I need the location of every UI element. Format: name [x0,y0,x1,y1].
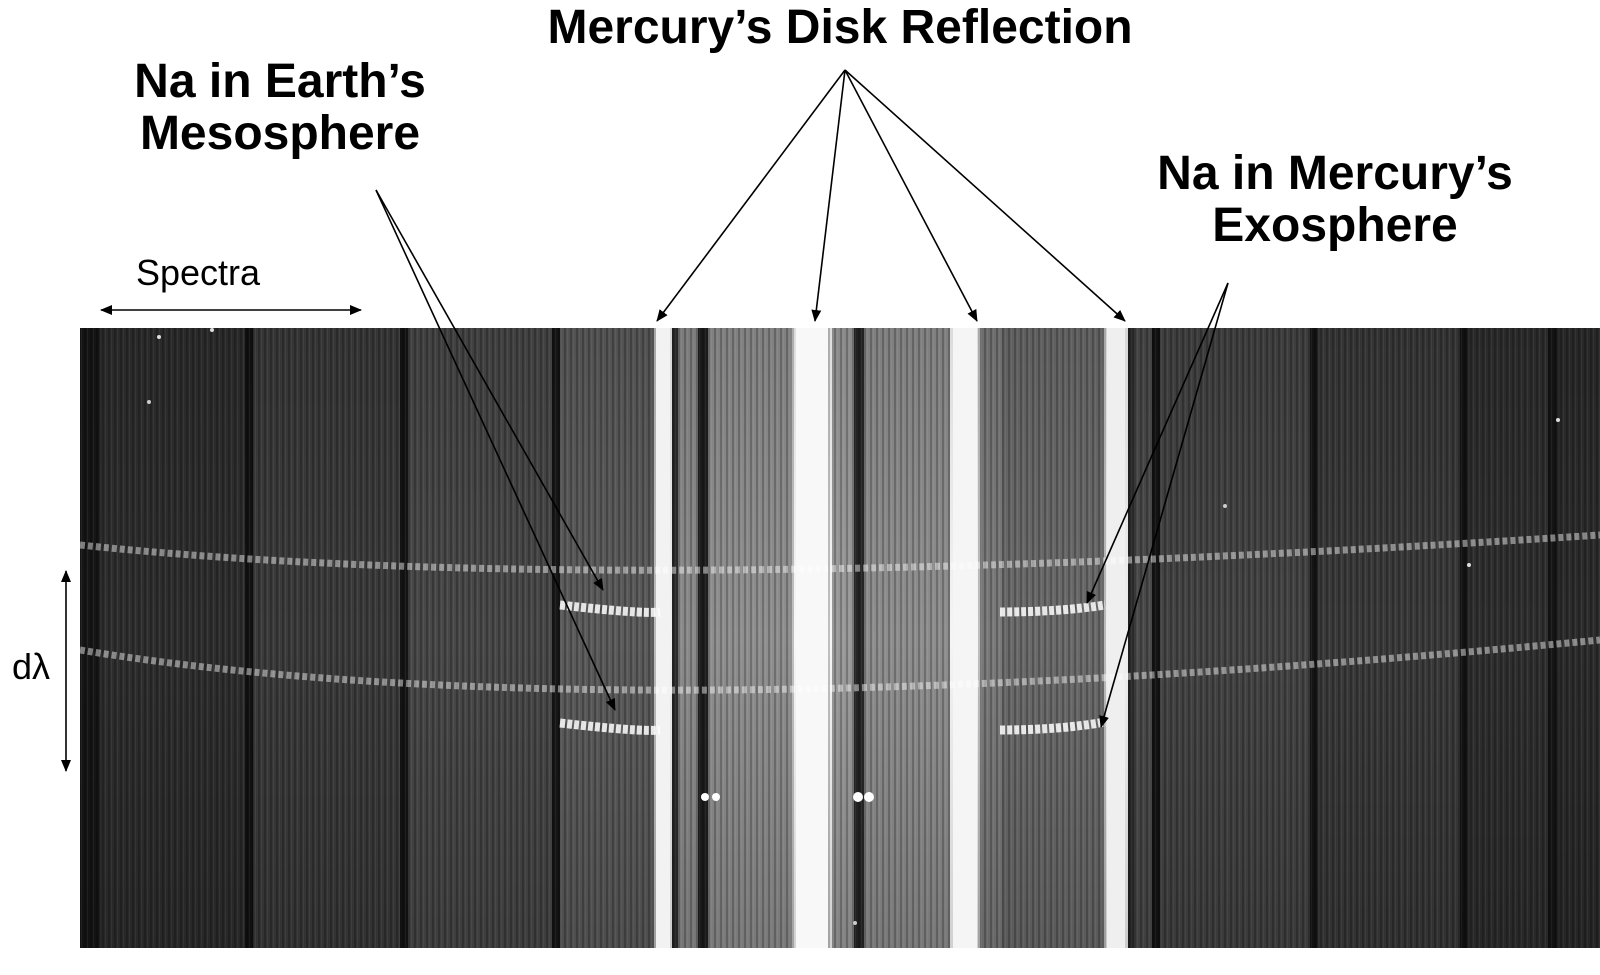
disk-reflection-text: Mercury’s Disk Reflection [547,1,1133,54]
disk-reflection-label: Mercury’s Disk Reflection [510,2,1170,54]
sodium-emission-bands [80,531,1600,735]
dlambda-label: dλ [12,646,51,687]
earth-mesosphere-label: Na in Earth’s Mesosphere [100,56,460,160]
spectra-label: Spectra [136,252,261,293]
mercury-exosphere-label: Na in Mercury’s Exosphere [1125,148,1545,252]
disk-reflection-arrows [656,69,1126,322]
spectrograph-image [80,328,1600,948]
earth-mesosphere-arrows [375,189,616,711]
earth-na-line1: Na in Earth’s [134,55,426,108]
mercury-na-line2: Exosphere [1212,199,1458,252]
earth-na-line2: Mesosphere [139,107,421,160]
mercury-exosphere-arrows [1086,282,1229,728]
mercury-na-line1: Na in Mercury’s [1157,147,1513,200]
